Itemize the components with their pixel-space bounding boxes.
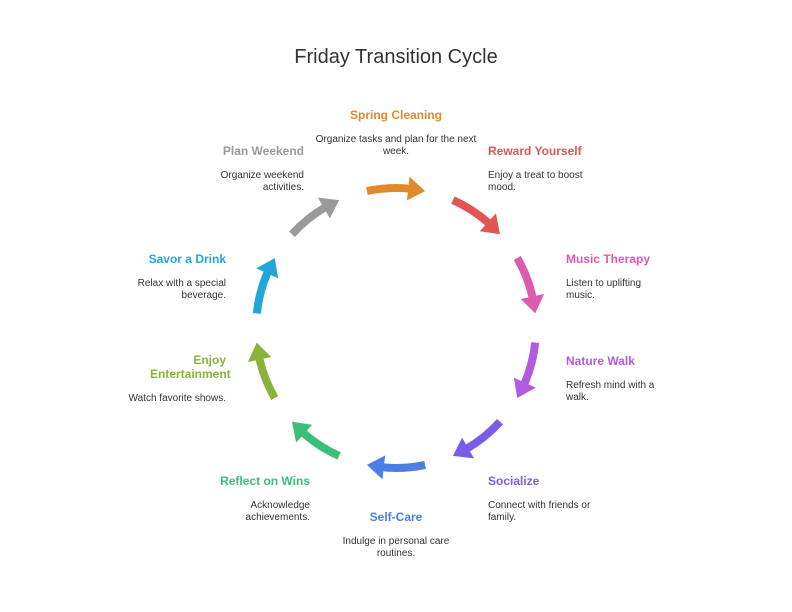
step-description: Indulge in personal care routines. (342, 536, 450, 559)
step-self-care: Self-Care Indulge in personal care routi… (336, 510, 456, 560)
step-label: Reflect on Wins (220, 474, 310, 488)
step-label: Music Therapy (566, 252, 651, 266)
arrow-shaft (463, 418, 503, 453)
arrow-head (366, 455, 386, 480)
step-description: Acknowledge achievements. (245, 500, 310, 523)
step-description: Watch favorite shows. (128, 393, 226, 404)
arrow-spring-cleaning (366, 176, 426, 201)
step-description: Enjoy a treat to boost mood. (488, 170, 583, 193)
arrow-shaft (366, 184, 412, 196)
arrow-shaft (451, 196, 493, 228)
step-reward-yourself: Reward Yourself Enjoy a treat to boost m… (488, 144, 598, 194)
arrow-plan-weekend (289, 197, 340, 238)
step-description: Organize tasks and plan for the next wee… (315, 134, 477, 157)
step-nature-walk: Nature Walk Refresh mind with a walk. (566, 354, 666, 404)
step-music-therapy: Music Therapy Listen to uplifting music. (566, 252, 666, 302)
arrow-shaft (520, 342, 540, 387)
step-savor-a-drink: Savor a Drink Relax with a special bever… (106, 252, 226, 302)
step-enjoy-entertainment: Enjoy Entertainment Watch favorite shows… (106, 353, 231, 405)
step-socialize: Socialize Connect with friends or family… (488, 474, 608, 524)
arrow-head (452, 437, 475, 459)
arrow-shaft (289, 203, 329, 238)
arrow-reward-yourself (451, 196, 500, 235)
step-label: Savor a Drink (148, 252, 226, 266)
step-description: Listen to uplifting music. (566, 278, 642, 301)
arrow-head (292, 421, 313, 443)
arrow-shaft (255, 356, 279, 400)
arrow-savor-a-drink (252, 258, 279, 314)
step-description: Organize weekend activities. (220, 170, 304, 193)
arrow-reflect-on-wins (292, 421, 341, 460)
arrow-shaft (299, 428, 341, 460)
step-description: Relax with a special beverage. (137, 278, 226, 301)
arrow-nature-walk (513, 342, 540, 398)
step-label: Self-Care (369, 510, 423, 524)
diagram-title: Friday Transition Cycle (294, 46, 498, 68)
arrow-enjoy-entertainment (247, 342, 279, 400)
arrow-self-care (366, 455, 426, 480)
step-label: Nature Walk (566, 354, 635, 368)
step-label: Plan Weekend (222, 144, 304, 158)
arrow-head (247, 342, 272, 362)
arrow-head (479, 213, 500, 235)
arrow-head (513, 377, 536, 398)
arrow-head (317, 197, 340, 219)
step-label: Socialize (488, 474, 540, 488)
step-plan-weekend: Plan Weekend Organize weekend activities… (204, 144, 304, 194)
step-description: Connect with friends or family. (488, 500, 591, 523)
step-reflect-on-wins: Reflect on Wins Acknowledge achievements… (190, 474, 310, 524)
step-label: Reward Yourself (488, 144, 582, 158)
step-label: Spring Cleaning (349, 108, 442, 122)
step-label: Enjoy Entertainment (150, 353, 231, 381)
arrow-head (520, 294, 545, 314)
arrow-shaft (252, 269, 272, 314)
arrow-music-therapy (513, 256, 545, 314)
step-description: Refresh mind with a walk. (566, 380, 655, 403)
step-spring-cleaning: Spring Cleaning Organize tasks and plan … (306, 108, 486, 158)
arrow-head (406, 176, 426, 201)
arrow-shaft (513, 256, 537, 300)
arrow-shaft (380, 460, 426, 472)
arrow-socialize (452, 418, 503, 459)
arrow-head (256, 258, 279, 279)
